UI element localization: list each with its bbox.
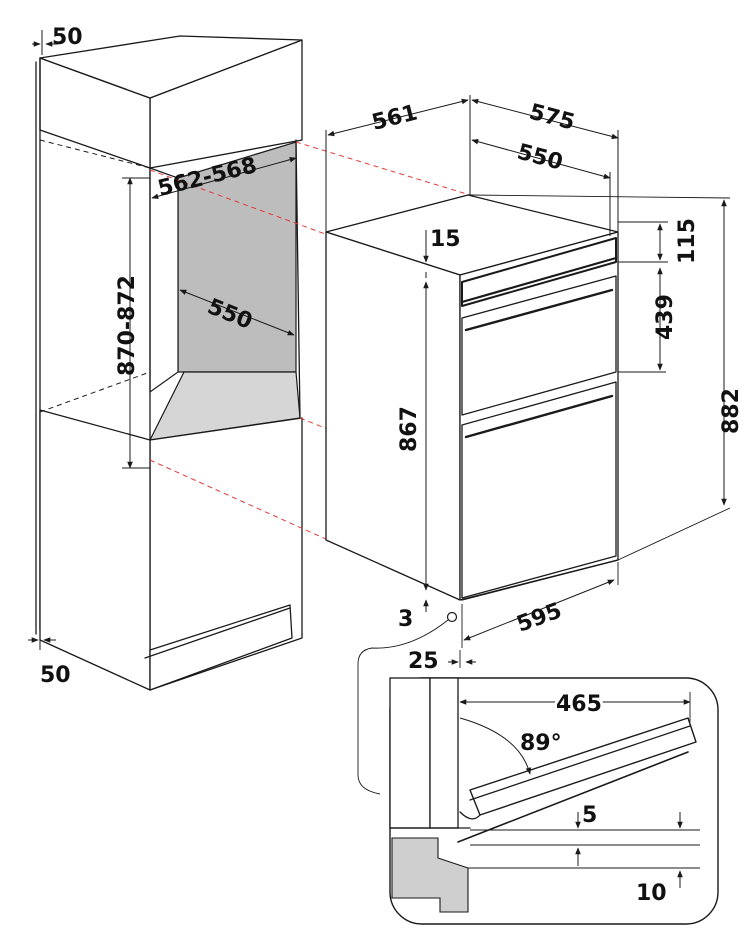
label-niche-height: 870-872 [115,275,140,376]
label-detail-gap-10: 10 [636,881,667,906]
upper-oven-door [461,275,617,416]
label-oven-width-outer: 575 [526,100,577,136]
detail-plinth-section [391,837,469,913]
label-cab-top-gap: 50 [52,25,83,50]
label-door-open-length: 465 [556,692,602,717]
label-detail-gap-5: 5 [582,803,597,828]
label-cab-bottom-gap: 50 [40,663,71,688]
label-oven-depth: 561 [369,100,420,135]
cabinet-plinth [149,604,293,691]
niche-left-wall [149,167,179,394]
label-panel-height: 115 [675,218,700,264]
cabinet [35,35,303,691]
label-top-gap: 15 [430,227,461,252]
detail-callout-marker [446,611,458,623]
cabinet-bottom-side [39,409,151,691]
control-panel [461,237,617,307]
label-oven-height: 867 [397,406,422,452]
label-total-height: 882 [719,388,744,434]
door-detail [389,677,719,925]
label-front-width: 595 [514,598,566,637]
detail-open-door [469,717,697,816]
oven-side [325,231,461,601]
oven [325,194,619,601]
detail-panel [389,677,431,829]
label-oven-width-inner: 550 [514,140,565,176]
main-oven-door [461,381,617,599]
dimension-lines [28,30,731,668]
label-upper-oven: 439 [653,294,678,340]
detail-door-edge [429,677,459,829]
cabinet-top-lid [39,35,303,99]
label-bottom-gap: 3 [398,607,413,632]
detail-leader [357,619,449,795]
label-door-angle: 89° [520,731,562,756]
label-door-thickness: 25 [408,649,439,674]
